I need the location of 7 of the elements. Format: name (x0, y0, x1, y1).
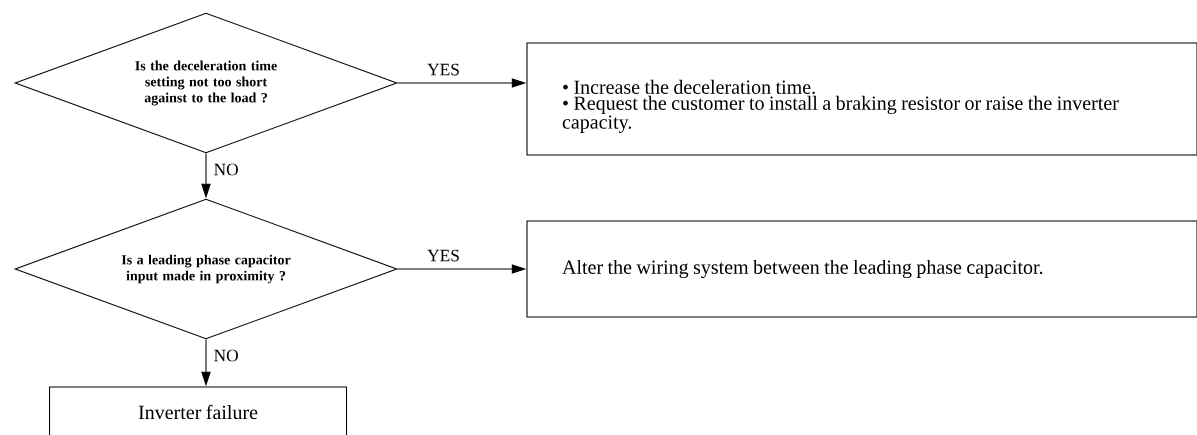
process-box: • Increase the deceleration time. • Request the customer to install a braking resistor or raise the inverter capacity. (526, 42, 1197, 156)
process-box: Alter the wiring system between the leading phase capacitor. (526, 220, 1197, 318)
edge-label: YES (425, 248, 462, 263)
edge-label: YES (425, 62, 462, 77)
edge-label: NO (212, 348, 240, 363)
process-box: Inverter failure (49, 386, 348, 435)
edge-label: NO (212, 162, 240, 177)
